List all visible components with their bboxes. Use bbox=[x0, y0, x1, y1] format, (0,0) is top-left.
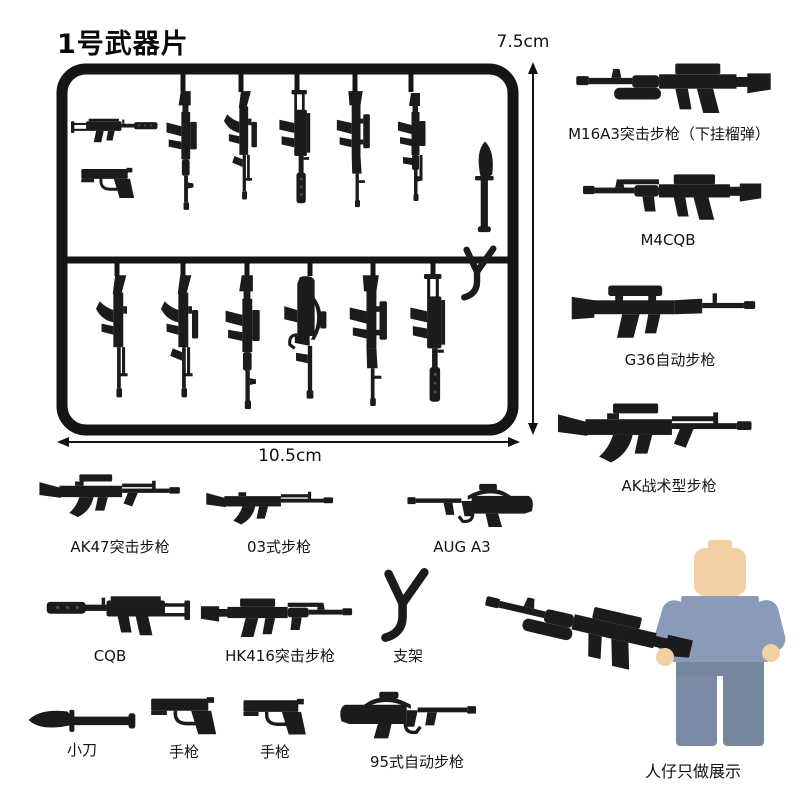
knife: 小刀 bbox=[26, 702, 138, 760]
m4cqb-rifle-image bbox=[570, 162, 766, 228]
horizontal-dimension-arrow-icon bbox=[57, 437, 520, 447]
m16a3-rifle-image bbox=[559, 50, 779, 122]
page-title: 1号武器片 bbox=[57, 29, 189, 60]
weapon-m16a3: M16A3突击步枪（下挂榴弹） bbox=[552, 50, 786, 144]
minifig-right-leg bbox=[723, 676, 764, 746]
weapon-label: M16A3突击步枪（下挂榴弹） bbox=[568, 125, 770, 143]
ak-tactical-rifle-image bbox=[556, 390, 782, 474]
minifig bbox=[598, 538, 788, 756]
weapon-m4cqb: M4CQB bbox=[568, 162, 768, 250]
weapon-ak-tactical: AK战术型步枪 bbox=[552, 390, 786, 496]
weapon-label: AK47突击步枪 bbox=[70, 538, 170, 556]
cqb-smg-image bbox=[46, 596, 190, 636]
type03-rifle-image bbox=[206, 491, 334, 525]
weapon-label: CQB bbox=[93, 647, 127, 665]
minifig-left-hand bbox=[656, 648, 674, 666]
hk416-rifle-image bbox=[198, 588, 362, 644]
weapon-label: AK战术型步枪 bbox=[621, 477, 717, 495]
weapon-label: 手枪 bbox=[168, 743, 199, 761]
weapon-ak47: AK47突击步枪 bbox=[36, 455, 204, 557]
knife-image bbox=[28, 709, 136, 732]
weapon-aug-a3: AUG A3 bbox=[388, 472, 536, 557]
weapon-label: G36自动步枪 bbox=[624, 351, 716, 369]
weapon-type03: 03式步枪 bbox=[204, 474, 354, 557]
minifig-caption: 人仔只做展示 bbox=[644, 762, 741, 781]
weapon-label: 手枪 bbox=[259, 743, 290, 761]
sprue-width-label: 10.5cm bbox=[258, 446, 322, 466]
weapon-hk416: HK416突击步枪 bbox=[196, 588, 364, 666]
minifig-head-stud bbox=[708, 540, 732, 550]
pistol-image bbox=[149, 695, 218, 737]
pistol-1: 手枪 bbox=[140, 690, 228, 762]
minifig-rifle-image bbox=[464, 566, 701, 693]
minifig-right-hand bbox=[762, 644, 780, 662]
bracket-stand-image bbox=[373, 566, 443, 644]
minifig-hips bbox=[676, 662, 764, 676]
weapon-label: 小刀 bbox=[66, 741, 97, 759]
weapon-sprue-image bbox=[56, 63, 519, 436]
g36-rifle-image bbox=[571, 285, 756, 338]
weapon-label: AUG A3 bbox=[433, 538, 491, 556]
weapon-cqb: CQB bbox=[28, 582, 192, 666]
ak47-rifle-image bbox=[38, 455, 202, 535]
weapon-label: 支架 bbox=[392, 647, 423, 665]
minifig-head bbox=[694, 548, 746, 596]
pistol-image bbox=[241, 697, 308, 737]
weapon-type95: 95式自动步枪 bbox=[336, 676, 498, 772]
weapon-label: HK416突击步枪 bbox=[225, 647, 335, 665]
sprue-top-row-weapons bbox=[71, 90, 494, 297]
bracket-stand: 支架 bbox=[368, 566, 448, 666]
vertical-dimension-arrow-icon bbox=[528, 62, 538, 435]
weapon-label: M4CQB bbox=[640, 231, 696, 249]
pistol-2: 手枪 bbox=[230, 692, 320, 762]
type95-rifle-image bbox=[338, 689, 478, 741]
minifig-left-leg bbox=[676, 676, 717, 746]
weapon-label: 95式自动步枪 bbox=[369, 753, 465, 771]
weapon-g36: G36自动步枪 bbox=[568, 270, 772, 370]
aug-a3-rifle-image bbox=[405, 482, 535, 529]
weapon-label: 03式步枪 bbox=[246, 538, 312, 556]
sprue-bottom-row-weapons bbox=[95, 274, 446, 410]
sprue-height-label: 7.5cm bbox=[496, 32, 550, 52]
